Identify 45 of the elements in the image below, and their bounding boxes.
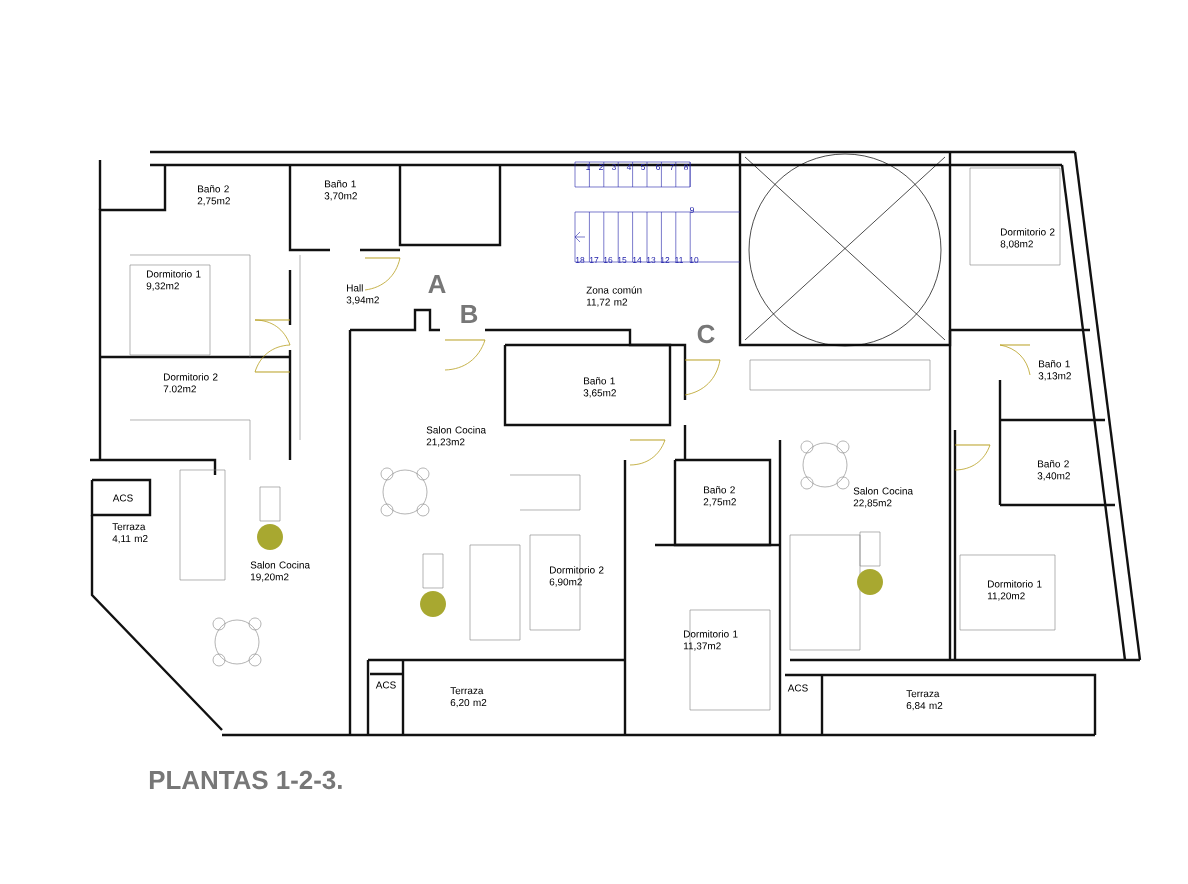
room-label: Baño 2 2,75m2	[197, 185, 230, 206]
step-number: 18	[575, 257, 585, 263]
room-label: Salon Cocina 22,85m2	[853, 487, 913, 508]
step-number: 9	[690, 207, 694, 213]
apartment-letter: A	[428, 275, 446, 293]
plan-title: PLANTAS 1-2-3.	[149, 770, 342, 790]
step-number: 5	[641, 164, 645, 170]
step-number: 14	[632, 257, 642, 263]
step-number: 2	[599, 164, 603, 170]
room-label: Dormitorio 2 6,90m2	[549, 566, 604, 587]
room-label: Baño 2 3,40m2	[1037, 460, 1070, 481]
step-number: 13	[646, 257, 656, 263]
room-label: Baño 1 3,65m2	[583, 377, 616, 398]
step-number: 8	[684, 164, 688, 170]
step-number: 15	[617, 257, 627, 263]
room-label: Dormitorio 2 8,08m2	[1000, 228, 1055, 249]
room-label: Baño 1 3,13m2	[1038, 360, 1071, 381]
room-label: ACS	[787, 684, 808, 692]
step-number: 12	[660, 257, 670, 263]
step-number: 1	[586, 164, 590, 170]
room-label: Baño 1 3,70m2	[324, 180, 357, 201]
room-label: Hall 3,94m2	[346, 284, 379, 305]
step-number: 3	[612, 164, 616, 170]
room-label: ACS	[375, 681, 396, 689]
apartment-letter: C	[697, 324, 715, 344]
step-number: 10	[689, 257, 699, 263]
room-label: Zona común 11,72 m2	[586, 286, 642, 307]
step-number: 6	[656, 164, 660, 170]
room-label: Terraza 6,20 m2	[450, 687, 487, 708]
room-label: Terraza 6,84 m2	[906, 690, 943, 711]
room-label: Baño 2 2,75m2	[703, 486, 736, 507]
room-label: Terraza 4,11 m2	[112, 523, 148, 544]
room-label: Salon Cocina 19,20m2	[250, 561, 310, 582]
room-label: Dormitorio 1 9,32m2	[146, 270, 201, 291]
step-number: 4	[626, 164, 632, 170]
step-number: 16	[603, 257, 613, 263]
room-label: ACS	[112, 494, 133, 502]
room-label: Dormitorio 2 7.02m2	[163, 373, 218, 393]
step-number: 7	[670, 164, 674, 170]
room-label: Dormitorio 1 11,20m2	[987, 580, 1042, 601]
apartment-letter: B	[461, 305, 478, 323]
step-number: 11	[675, 257, 683, 263]
room-label: Salon Cocina 21,23m2	[426, 426, 486, 447]
room-label: Dormitorio 1 11,37m2	[683, 630, 738, 651]
step-number: 17	[589, 257, 599, 263]
